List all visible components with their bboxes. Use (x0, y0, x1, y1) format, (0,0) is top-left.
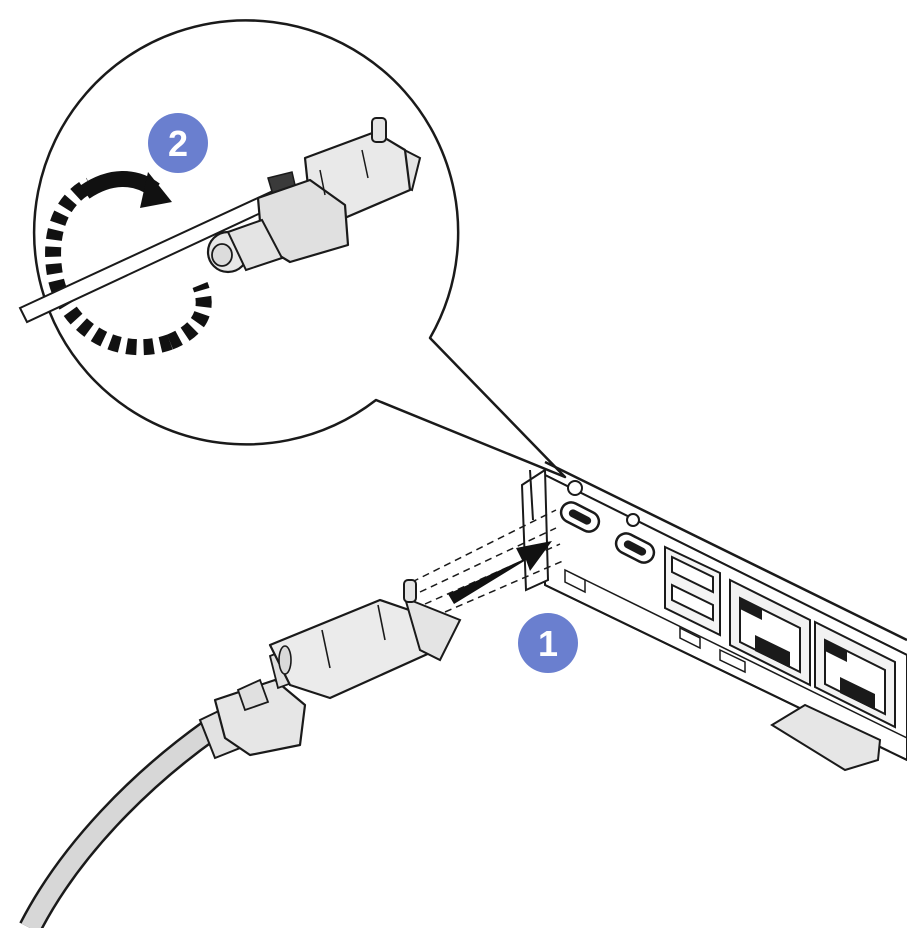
usb-a-ports (664, 545, 721, 637)
step-number-2: 2 (168, 123, 188, 164)
step-badge-1: 1 (518, 613, 578, 673)
usb-c-port-2 (614, 532, 656, 564)
magnified-connector (206, 117, 422, 274)
step-number-1: 1 (538, 623, 558, 664)
chassis-pull-tab (770, 703, 882, 772)
arrow-right-icon (448, 541, 552, 604)
rotate-clockwise-icon (45, 171, 212, 356)
cable-connector (198, 579, 462, 760)
server-chassis (520, 460, 907, 772)
ethernet-port-1 (729, 578, 811, 687)
usb-c-port-1 (559, 501, 601, 533)
step-badge-2: 2 (148, 113, 208, 173)
cable (19, 720, 217, 928)
ethernet-port-2 (814, 620, 896, 729)
